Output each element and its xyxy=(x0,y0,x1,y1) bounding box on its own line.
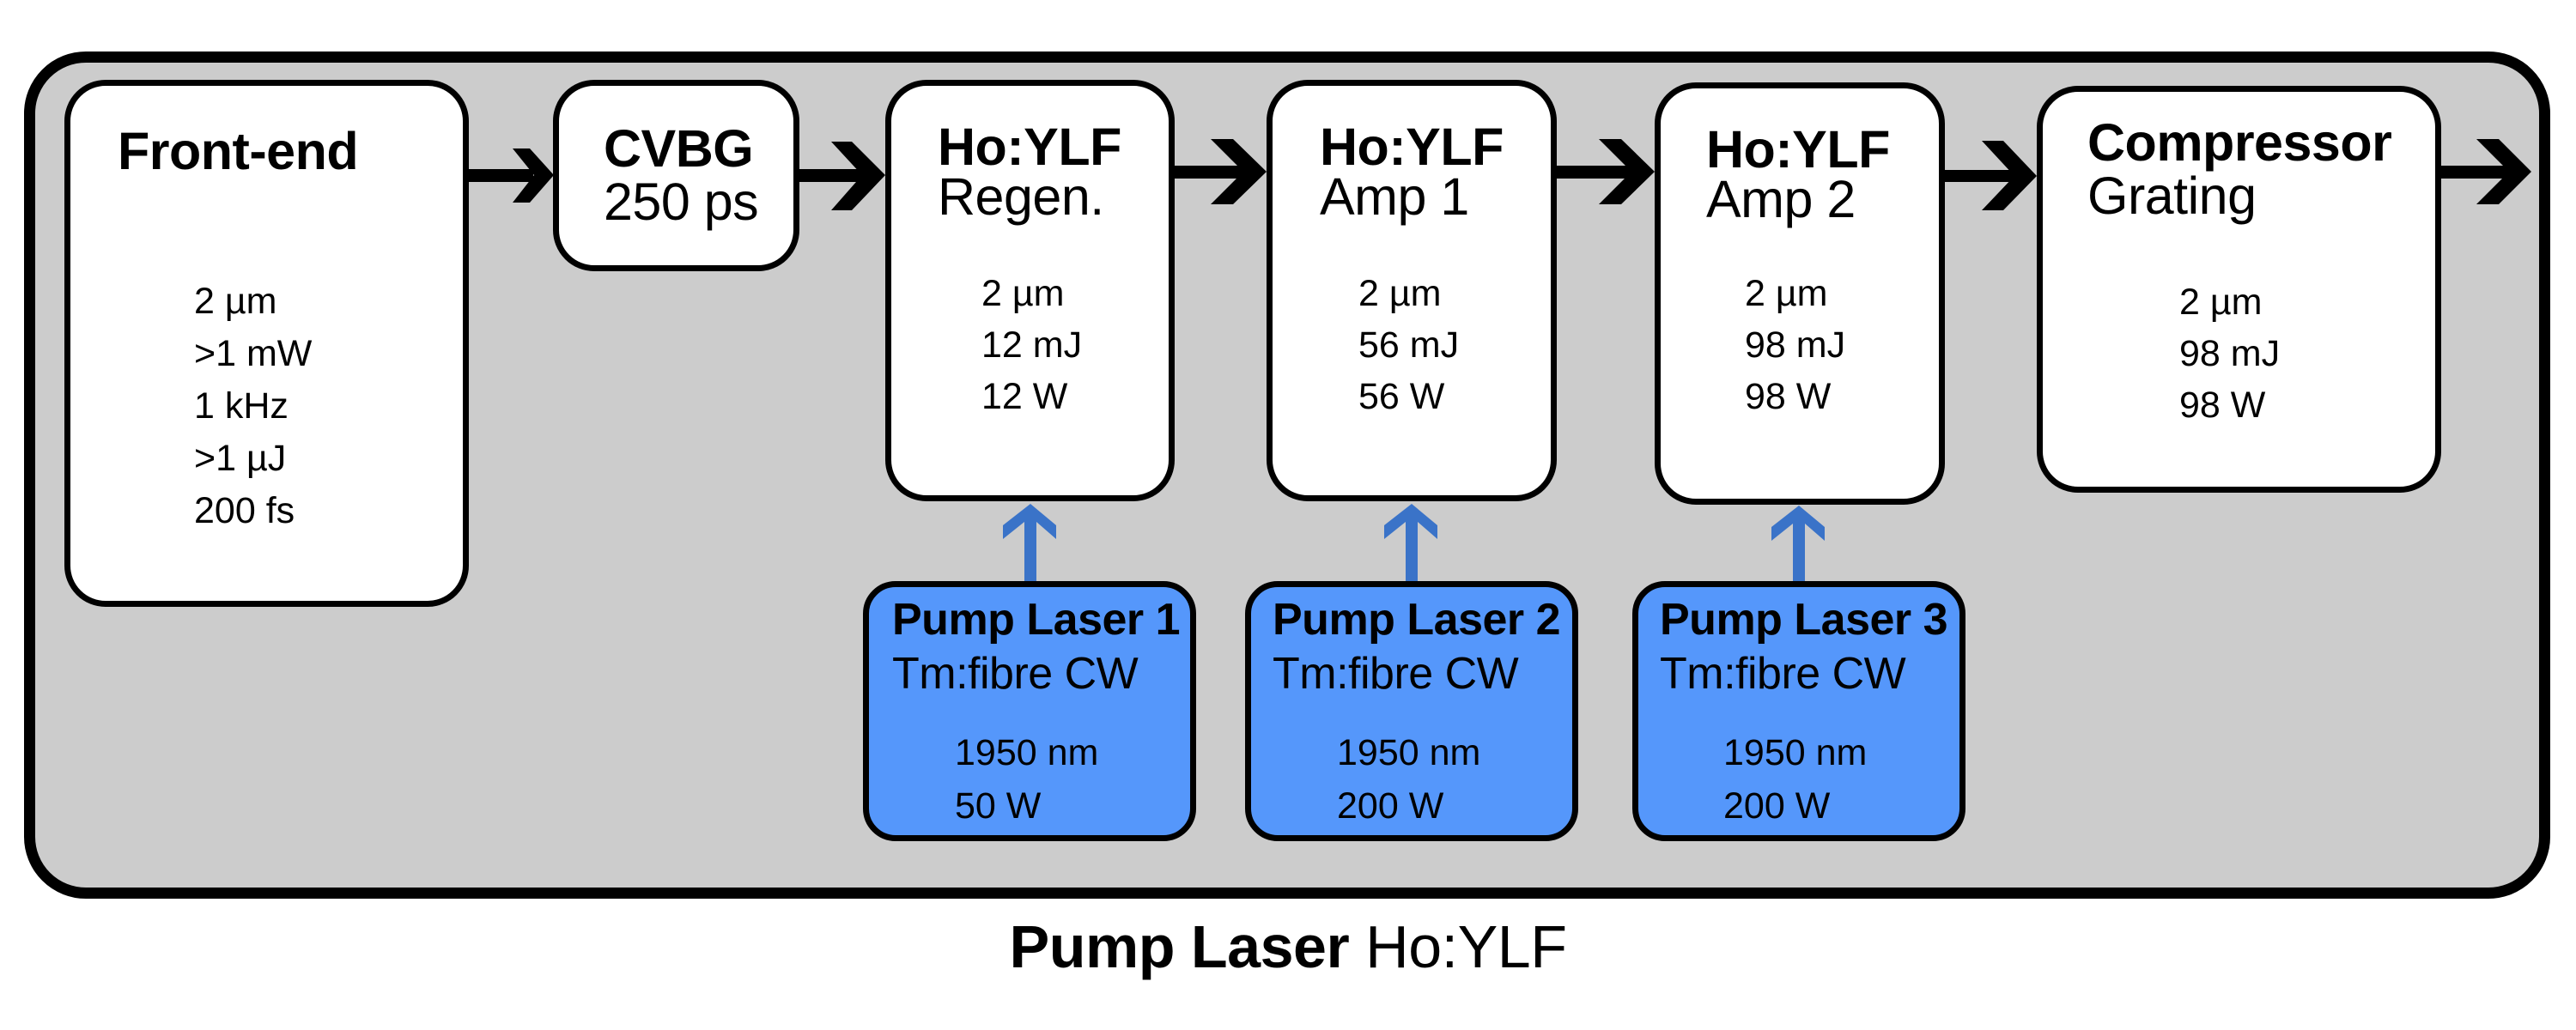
spec-line: 2 µm xyxy=(981,273,1065,314)
pump-laser-1 xyxy=(863,581,1196,841)
pump-laser-2 xyxy=(1245,581,1578,841)
figure-caption: Pump Laser Ho:YLF xyxy=(0,917,2576,977)
pump-laser-3 xyxy=(1632,581,1965,841)
pump-spec: 200 W xyxy=(1723,785,1831,827)
spec-line: 12 mJ xyxy=(981,324,1083,366)
spec-line: 1 kHz xyxy=(194,385,289,427)
stage-subtitle: Regen. xyxy=(938,167,1104,226)
spec-line: 2 µm xyxy=(194,281,277,322)
pump-type: Tm:fibre CW xyxy=(1660,649,1906,699)
spec-line: 2 µm xyxy=(2179,282,2263,323)
stage-subtitle: Amp 1 xyxy=(1320,167,1469,226)
pump-type: Tm:fibre CW xyxy=(892,649,1139,699)
pump-title: Pump Laser 2 xyxy=(1273,595,1561,645)
pump-title: Pump Laser 3 xyxy=(1660,595,1948,645)
stage-title: Compressor xyxy=(2087,113,2392,172)
spec-line: 12 W xyxy=(981,376,1068,417)
stage-regen xyxy=(885,80,1175,501)
pump-spec: 1950 nm xyxy=(955,732,1099,773)
stage-subtitle: 250 ps xyxy=(604,173,759,231)
pump-title: Pump Laser 1 xyxy=(892,595,1181,645)
pump-spec: 1950 nm xyxy=(1723,732,1868,773)
spec-line: 98 W xyxy=(2179,385,2266,426)
spec-line: 98 mJ xyxy=(2179,333,2281,374)
spec-line: 200 fs xyxy=(194,490,295,531)
pump-spec: 200 W xyxy=(1337,785,1444,827)
stage-cvbg xyxy=(553,80,799,271)
spec-line: 98 W xyxy=(1745,376,1832,417)
stage-subtitle: Amp 2 xyxy=(1706,170,1856,228)
spec-line: 98 mJ xyxy=(1745,324,1846,366)
caption-regular: Ho:YLF xyxy=(1349,913,1567,980)
stage-title: CVBG xyxy=(604,119,754,178)
stage-amp1 xyxy=(1267,80,1557,501)
caption-bold: Pump Laser xyxy=(1009,913,1350,980)
spec-line: 56 mJ xyxy=(1358,324,1460,366)
stage-title: Ho:YLF xyxy=(1706,120,1890,179)
spec-line: >1 µJ xyxy=(194,438,287,479)
spec-line: 2 µm xyxy=(1745,273,1828,314)
spec-line: 56 W xyxy=(1358,376,1445,417)
pump-spec: 1950 nm xyxy=(1337,732,1481,773)
stage-compressor xyxy=(2037,86,2441,493)
spec-line: 2 µm xyxy=(1358,273,1442,314)
stage-title: Front-end xyxy=(118,122,359,180)
stage-title: Ho:YLF xyxy=(938,118,1121,176)
pump-type: Tm:fibre CW xyxy=(1273,649,1519,699)
spec-line: >1 mW xyxy=(194,333,313,374)
stage-subtitle: Grating xyxy=(2087,167,2257,225)
stage-front-end xyxy=(64,80,469,607)
pump-spec: 50 W xyxy=(955,785,1042,827)
stage-title: Ho:YLF xyxy=(1320,118,1504,176)
stage-amp2 xyxy=(1655,82,1945,505)
